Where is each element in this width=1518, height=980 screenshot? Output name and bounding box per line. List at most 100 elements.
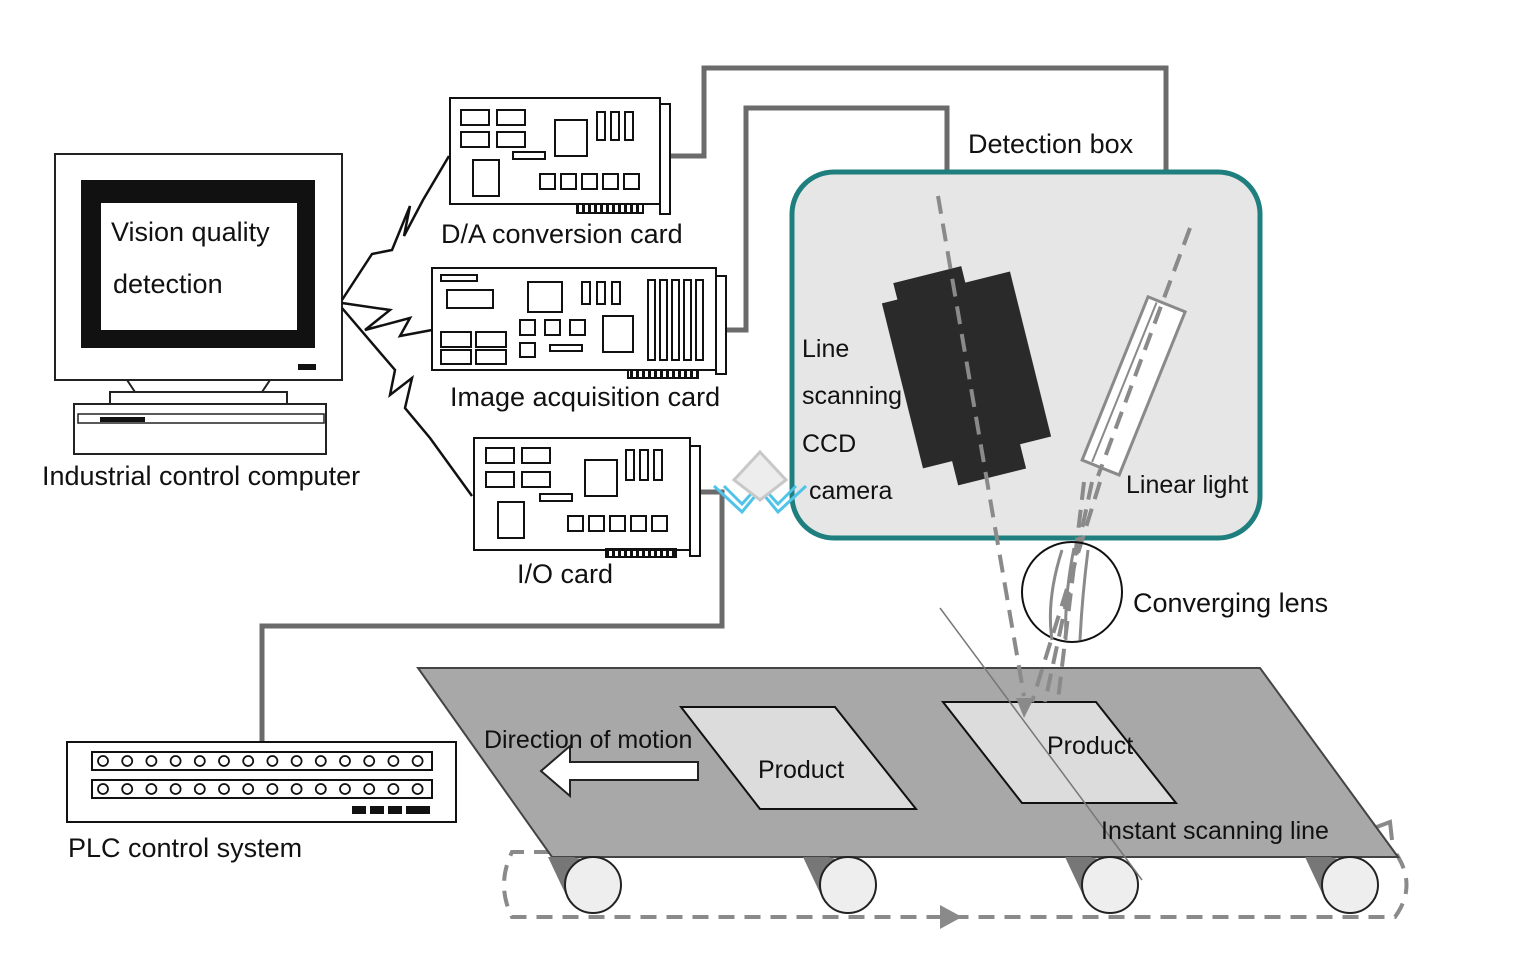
converging-lens	[1021, 541, 1123, 643]
chip	[653, 449, 663, 481]
linear-light-label: Linear light	[1126, 471, 1248, 499]
chip	[659, 279, 668, 361]
plc-port	[406, 806, 430, 814]
product-right-label: Product	[1047, 732, 1133, 760]
lens-circle	[1021, 541, 1123, 643]
image-acquisition-card	[431, 267, 727, 379]
terminal-hole	[387, 783, 400, 795]
chip	[496, 109, 526, 126]
chip	[602, 173, 619, 190]
product-left-shape	[678, 706, 919, 810]
terminal-hole	[242, 755, 255, 767]
card-bracket	[689, 445, 701, 557]
chip	[440, 349, 472, 365]
chip	[624, 111, 634, 141]
terminal-hole	[339, 783, 351, 795]
chip	[497, 501, 525, 539]
chip	[485, 471, 515, 488]
terminal-row	[91, 779, 433, 799]
chip	[527, 281, 563, 313]
chip	[460, 131, 490, 148]
chip	[475, 331, 507, 348]
terminal-hole	[169, 755, 182, 767]
terminal-hole	[363, 783, 376, 795]
terminal-hole	[193, 783, 206, 795]
direction-label: Direction of motion	[484, 726, 692, 754]
card-bracket	[715, 275, 727, 375]
chip	[609, 515, 626, 532]
computer-base	[73, 403, 327, 455]
terminal-hole	[97, 755, 109, 767]
terminal-hole	[314, 755, 327, 767]
terminal-hole	[145, 755, 158, 767]
chip	[651, 515, 668, 532]
chip	[519, 342, 536, 358]
terminal-hole	[266, 783, 279, 795]
edge-connector	[605, 548, 677, 558]
lens-ray	[1048, 549, 1064, 641]
computer-label: Industrial control computer	[42, 461, 360, 491]
terminal-hole	[363, 755, 376, 767]
chip	[611, 281, 621, 305]
terminal-hole	[290, 755, 303, 767]
screen-text-line1: Vision quality	[111, 217, 270, 247]
card-bracket	[659, 103, 671, 215]
chip	[625, 449, 635, 481]
cable-io-to-plc	[259, 489, 725, 744]
chip	[475, 349, 507, 365]
io-card	[473, 437, 701, 558]
power-led	[298, 364, 316, 370]
chip	[539, 493, 573, 502]
chip	[581, 281, 591, 305]
terminal-hole	[290, 783, 303, 795]
terminal-hole	[411, 783, 424, 795]
terminal-hole	[97, 783, 109, 795]
chip	[512, 151, 546, 160]
terminal-row	[91, 751, 433, 771]
drive-indicator	[100, 417, 145, 422]
monitor-stand	[125, 379, 272, 393]
drive-slot	[77, 413, 325, 424]
chip	[446, 289, 494, 309]
conveyor-roller	[548, 856, 622, 914]
light-edge	[1091, 302, 1158, 463]
terminal-hole	[145, 783, 158, 795]
conveyor	[416, 667, 1409, 929]
detection-box-label: Detection box	[968, 129, 1134, 159]
chip	[671, 279, 680, 361]
converging-lens-label: Converging lens	[1133, 588, 1328, 618]
watermark-logo	[712, 449, 808, 515]
camera-label-line3: CCD	[802, 430, 856, 458]
chip	[539, 173, 556, 190]
chip	[549, 344, 583, 352]
chip	[560, 173, 577, 190]
lens-ray	[1064, 547, 1076, 641]
terminal-hole	[411, 755, 424, 767]
terminal-hole	[169, 783, 182, 795]
lens-ray	[1078, 549, 1090, 641]
chip	[695, 279, 704, 361]
chip	[472, 159, 500, 197]
chip	[567, 515, 584, 532]
camera-label-line2: scanning	[802, 382, 902, 410]
belt-surface	[416, 667, 1400, 858]
plc-label: PLC control system	[68, 833, 302, 863]
return-arrow-right	[1373, 819, 1394, 841]
chip	[596, 281, 606, 305]
cable-image-to-camera	[716, 105, 950, 333]
conveyor-roller	[1065, 856, 1139, 914]
chip	[647, 279, 656, 361]
chip	[485, 447, 515, 464]
io-card-label: I/O card	[517, 559, 613, 589]
terminal-hole	[387, 755, 400, 767]
camera-lens-barrel	[950, 437, 1027, 486]
edge-connector	[576, 203, 644, 214]
terminal-hole	[218, 755, 230, 767]
terminal-hole	[121, 783, 134, 795]
terminal-hole	[242, 783, 255, 795]
rollers	[548, 856, 1379, 914]
camera-ray-arrowhead	[1016, 698, 1034, 718]
terminal-hole	[266, 755, 279, 767]
chip	[630, 515, 647, 532]
